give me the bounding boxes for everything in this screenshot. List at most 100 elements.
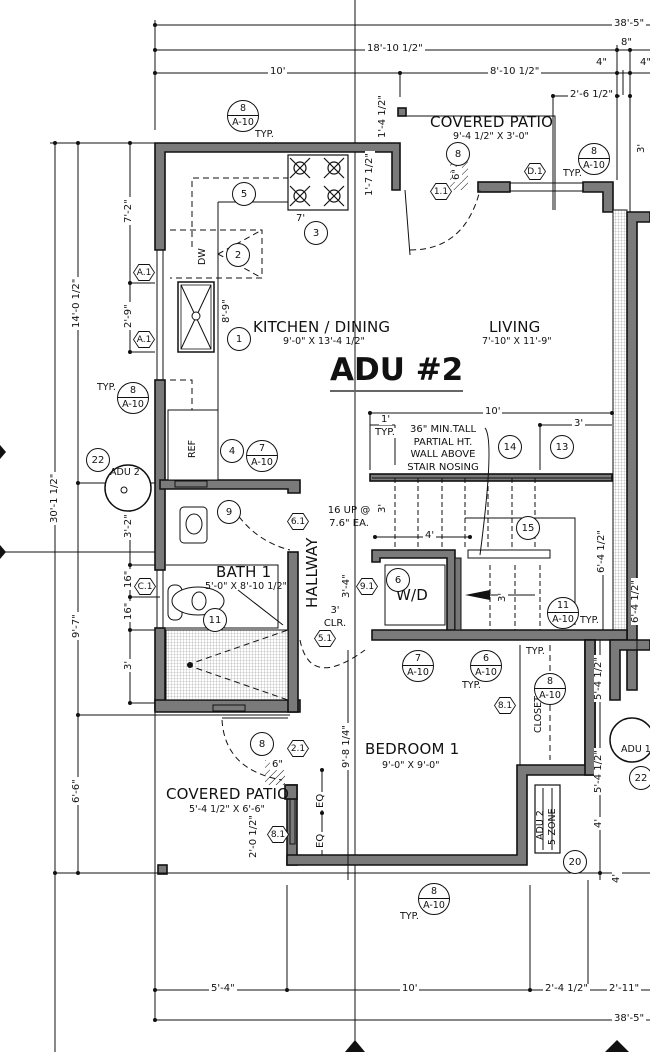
hvac-condenser-label: ADU 2	[535, 810, 546, 840]
stairs	[372, 427, 612, 631]
room-size-living: 7'-10" X 11'-9"	[482, 336, 552, 347]
stair-wall-note: 36" MIN.TALL PARTIAL HT. WALL ABOVE STAI…	[407, 424, 479, 473]
dim-stair-width-10: 10'	[483, 406, 503, 417]
keynote-8-bottom: 8	[250, 732, 274, 756]
dim-bottom-overall: 38'-5"	[612, 1013, 647, 1024]
keynote-5: 5	[232, 182, 256, 206]
dim-patio-offset: 1'-4 1/2"	[377, 93, 388, 140]
typ-label-3: TYP.	[97, 382, 116, 393]
tag-8-1-bedroom: 8.1	[495, 698, 515, 713]
room-name-bath: BATH 1	[216, 563, 272, 581]
keynote-13: 13	[550, 435, 574, 459]
tag-5-1: 5.1	[315, 631, 335, 646]
room-size-bedroom: 9'-0" X 9'-0"	[382, 760, 440, 771]
dim-bottom-2-4: 2'-4 1/2"	[543, 983, 590, 994]
dim-top-8in: 8"	[619, 37, 634, 48]
keynote-22-left: 22	[86, 448, 110, 472]
keynote-1: 1	[227, 327, 251, 351]
dim-counter-7: 7'	[294, 213, 308, 224]
keynote-15: 15	[516, 516, 540, 540]
keynote-8-top: 8	[446, 142, 470, 166]
bath-fixtures	[165, 499, 291, 701]
room-size-patio-bottom: 5'-4 1/2" X 6'-6"	[189, 804, 265, 815]
bottom-dimension-lines	[153, 880, 650, 1052]
tag-c1: C.1	[135, 579, 155, 594]
dim-patio-door-2-0: 2'-0 1/2"	[248, 813, 259, 860]
keynote-6: 6	[386, 568, 410, 592]
tag-a1-upper: A.1	[134, 265, 154, 280]
typ-label-4: TYP.	[580, 615, 599, 626]
dishwasher-label: DW	[197, 248, 208, 265]
typ-label-6: TYP.	[526, 646, 545, 657]
bedroom-details	[104, 464, 650, 854]
typ-label-7: TYP.	[400, 911, 419, 922]
room-size-kitchen: 9'-0" X 13'-4 1/2"	[283, 336, 365, 347]
walls	[154, 107, 650, 875]
room-size-bath: 5'-0" X 8'-10 1/2"	[205, 581, 287, 592]
typ-label-1: TYP.	[255, 129, 274, 140]
room-name-patio-top: COVERED PATIO	[430, 113, 554, 131]
dim-right-6-4a: 6'-4 1/2"	[596, 528, 607, 575]
tag-8-1-patio: 8.1	[268, 827, 288, 842]
keynote-14: 14	[498, 435, 522, 459]
dim-range-offset: 1'-7 1/2"	[364, 151, 375, 198]
dim-left-2-9: 2'-9"	[123, 302, 134, 330]
hvac-unit-adu1-label: ADU 1	[621, 744, 650, 755]
washer-dryer-label: W/D	[396, 586, 429, 604]
dim-bottom-10: 10'	[400, 983, 420, 994]
dim-top-8-10: 8'-10 1/2"	[488, 66, 542, 77]
dim-left-overall: 30'-1 1/2"	[49, 471, 60, 525]
keynote-20: 20	[563, 850, 587, 874]
dim-right-5-4b: 5'-4 1/2"	[593, 748, 604, 795]
dim-left-7-2: 7'-2"	[123, 197, 134, 225]
dim-left-9-7: 9'-7"	[71, 612, 82, 640]
room-name-bedroom: BEDROOM 1	[365, 740, 460, 758]
dim-stair-landing-3: 3'	[497, 590, 508, 604]
dim-top-18-10: 18'-10 1/2"	[365, 43, 425, 54]
room-name-hallway: HALLWAY	[303, 537, 321, 608]
dim-right-6-4b: 6'-4 1/2"	[630, 578, 641, 625]
drawing-title: ADU #2	[330, 355, 464, 392]
kitchen-fixtures	[167, 154, 349, 481]
dim-top-2-6: 2'-6 1/2"	[568, 89, 615, 100]
room-name-patio-bottom: COVERED PATIO	[166, 785, 290, 803]
dim-left-patio-6-6: 6'-6"	[71, 777, 82, 805]
refrigerator-label: REF	[187, 439, 198, 458]
dim-door-swing-bottom: 6"	[270, 759, 285, 770]
typ-label-5: TYP.	[462, 680, 481, 691]
tag-d1: D.1	[525, 164, 545, 179]
clearance-note: 3' CLR.	[323, 605, 347, 629]
dim-right-5-4a: 5'-4 1/2"	[593, 655, 604, 702]
dim-left-3: 3'	[123, 658, 134, 672]
dim-wd-side: 3'-4"	[341, 572, 352, 600]
dim-stair-step-3: 3'	[377, 501, 388, 515]
typ-label-2: TYP.	[563, 168, 582, 179]
tag-6-1: 6.1	[288, 514, 308, 529]
dim-right-4b: 4'	[611, 871, 622, 885]
dim-stair-run-4: 4'	[423, 530, 437, 541]
dim-stair-typ: TYP.	[373, 427, 397, 438]
dim-patio-side-3: 3'	[636, 141, 647, 155]
keynote-3: 3	[304, 221, 328, 245]
dim-top-4in-a: 4"	[594, 57, 609, 68]
dim-left-16a: 16"	[123, 568, 134, 590]
dim-door-swing-top: 6"	[451, 167, 462, 182]
dim-top-10: 10'	[268, 66, 288, 77]
dim-eq-lower: EQ	[315, 831, 326, 850]
top-dimension-lines	[153, 0, 650, 1052]
room-size-patio-top: 9'-4 1/2" X 3'-0"	[453, 131, 529, 142]
dim-counter-8-9: 8'-9"	[221, 297, 232, 325]
dim-left-16b: 16"	[123, 600, 134, 622]
room-name-kitchen: KITCHEN / DINING	[253, 318, 391, 336]
hvac-unit-adu2-label: ADU 2	[110, 467, 140, 478]
hvac-zone-label: 5-ZONE	[547, 808, 558, 845]
dim-stair-1: 1'	[379, 414, 393, 425]
